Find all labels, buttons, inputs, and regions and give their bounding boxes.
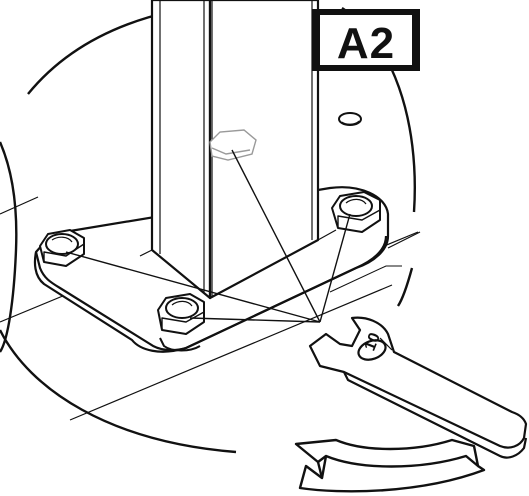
post-column — [139, 0, 337, 300]
bolt-front — [157, 293, 205, 352]
hidden-bolt — [209, 129, 257, 161]
bolt-right — [331, 191, 381, 233]
step-label-box: A2 — [312, 9, 420, 71]
wrench-icon — [308, 316, 528, 459]
tighten-arrow-icon — [294, 438, 486, 493]
plate-shadow — [329, 265, 402, 293]
bolt-left — [39, 229, 85, 267]
slot-hole — [338, 112, 362, 126]
step-label: A2 — [337, 19, 395, 68]
leader-lines — [65, 149, 351, 323]
wrench-size-label: 10 — [362, 330, 384, 353]
